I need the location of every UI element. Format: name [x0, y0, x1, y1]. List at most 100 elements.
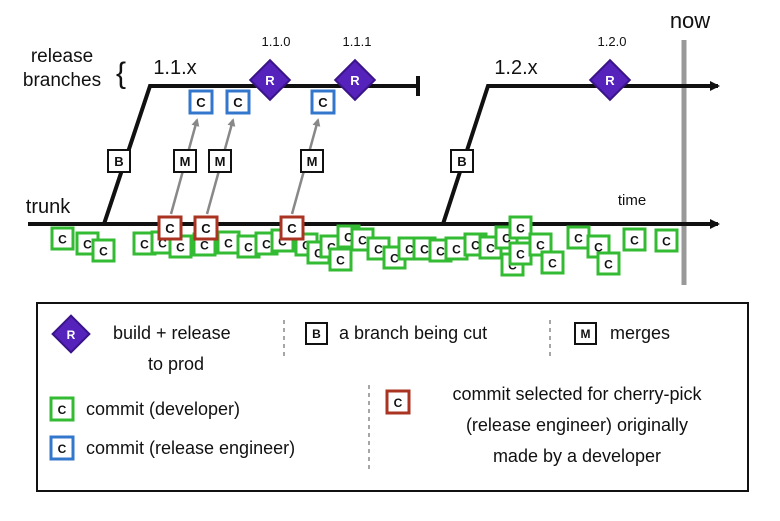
release-120-version: 1.2.0	[598, 34, 627, 49]
svg-text:C: C	[336, 254, 345, 268]
developer-commit: C	[596, 251, 621, 276]
release-engineer-commit-1: C	[188, 89, 214, 115]
developer-commit: C	[508, 215, 533, 240]
release-branches-label-line1: release	[31, 46, 93, 67]
branch-cut-marker-12: B	[450, 149, 474, 173]
svg-text:C: C	[390, 252, 399, 266]
svg-text:C: C	[99, 245, 108, 259]
legend-branch-cut: a branch being cut	[339, 323, 487, 343]
legend-cherry-pick-line2: (release engineer) originally	[466, 415, 688, 435]
developer-commit: C	[622, 227, 647, 252]
legend-cherry-pick-icon: C	[385, 389, 411, 415]
developer-commit: C	[328, 247, 353, 272]
branch-12-line	[441, 81, 720, 225]
svg-text:C: C	[436, 245, 445, 259]
svg-text:C: C	[200, 239, 209, 253]
svg-text:C: C	[394, 396, 403, 410]
cherry-pick-commit-3: C	[279, 215, 305, 241]
svg-text:C: C	[594, 241, 603, 255]
svg-text:C: C	[262, 238, 271, 252]
svg-text:C: C	[83, 238, 92, 252]
legend-developer-commit-icon: C	[49, 396, 75, 422]
legend-cherry-pick-line3: made by a developer	[493, 446, 661, 466]
svg-text:M: M	[581, 327, 591, 341]
merge-marker-1: M	[173, 149, 197, 173]
svg-text:C: C	[486, 242, 495, 256]
svg-text:M: M	[180, 154, 191, 169]
developer-commit: C	[654, 228, 679, 253]
svg-text:C: C	[344, 231, 353, 245]
trunk-label: trunk	[26, 196, 71, 218]
legend-release-engineer-commit-icon: C	[49, 435, 75, 461]
svg-text:C: C	[374, 243, 383, 257]
developer-commit: C	[566, 225, 591, 250]
release-110-version: 1.1.0	[262, 34, 291, 49]
release-111-version: 1.1.1	[343, 34, 372, 49]
time-label: time	[618, 192, 646, 209]
svg-text:C: C	[420, 243, 429, 257]
merge-marker-3: M	[300, 149, 324, 173]
branch-11-label: 1.1.x	[153, 57, 196, 79]
svg-text:C: C	[58, 442, 67, 456]
legend-build-release-line1: build + release	[113, 323, 231, 343]
svg-text:R: R	[605, 73, 615, 88]
svg-text:C: C	[662, 235, 671, 249]
svg-text:C: C	[140, 238, 149, 252]
svg-text:C: C	[278, 235, 287, 249]
release-branches-label-line2: branches	[23, 70, 101, 91]
legend-release-icon: R	[51, 314, 91, 354]
svg-text:C: C	[287, 221, 297, 236]
svg-text:C: C	[158, 237, 167, 251]
svg-text:B: B	[312, 327, 321, 341]
release-branches-brace: {	[116, 57, 126, 90]
svg-text:C: C	[314, 247, 323, 261]
svg-text:R: R	[67, 328, 76, 342]
developer-commit: C	[508, 241, 533, 266]
cherry-pick-commit-2: C	[193, 215, 219, 241]
svg-text:C: C	[536, 239, 545, 253]
legend-merge-icon: M	[574, 322, 597, 345]
svg-text:C: C	[574, 232, 583, 246]
svg-text:C: C	[176, 241, 185, 255]
svg-text:C: C	[58, 403, 67, 417]
branch-cut-marker-11: B	[107, 149, 131, 173]
svg-text:C: C	[548, 257, 557, 271]
release-engineer-commit-2: C	[225, 89, 251, 115]
legend-merges: merges	[610, 323, 670, 343]
svg-text:C: C	[452, 243, 461, 257]
release-marker-120: R 1.2.0	[588, 34, 632, 102]
branch-12-label: 1.2.x	[494, 57, 537, 79]
svg-text:C: C	[502, 232, 511, 246]
svg-text:C: C	[196, 95, 206, 110]
svg-text:C: C	[201, 221, 211, 236]
svg-text:M: M	[307, 154, 318, 169]
release-engineer-commit-3: C	[310, 89, 336, 115]
legend-commit-developer: commit (developer)	[86, 399, 240, 419]
release-marker-111: R 1.1.1	[333, 34, 377, 102]
svg-text:C: C	[58, 233, 67, 247]
svg-text:C: C	[358, 234, 367, 248]
branch-11-line	[102, 84, 418, 225]
svg-text:C: C	[244, 241, 253, 255]
developer-commit: C	[91, 238, 116, 263]
svg-text:C: C	[471, 239, 480, 253]
svg-text:C: C	[630, 234, 639, 248]
svg-text:C: C	[516, 248, 525, 262]
cherry-pick-commit-1: C	[157, 215, 183, 241]
merge-marker-2: M	[208, 149, 232, 173]
svg-text:M: M	[215, 154, 226, 169]
svg-text:C: C	[516, 222, 525, 236]
now-label: now	[670, 8, 710, 33]
svg-text:B: B	[457, 154, 466, 169]
legend-build-release-line2: to prod	[148, 354, 204, 374]
svg-text:R: R	[265, 73, 275, 88]
svg-text:B: B	[114, 154, 123, 169]
svg-text:C: C	[604, 258, 613, 272]
svg-text:C: C	[405, 243, 414, 257]
svg-text:C: C	[224, 237, 233, 251]
developer-commit: C	[50, 226, 75, 251]
developer-commit: C	[540, 250, 565, 275]
svg-text:R: R	[350, 73, 360, 88]
